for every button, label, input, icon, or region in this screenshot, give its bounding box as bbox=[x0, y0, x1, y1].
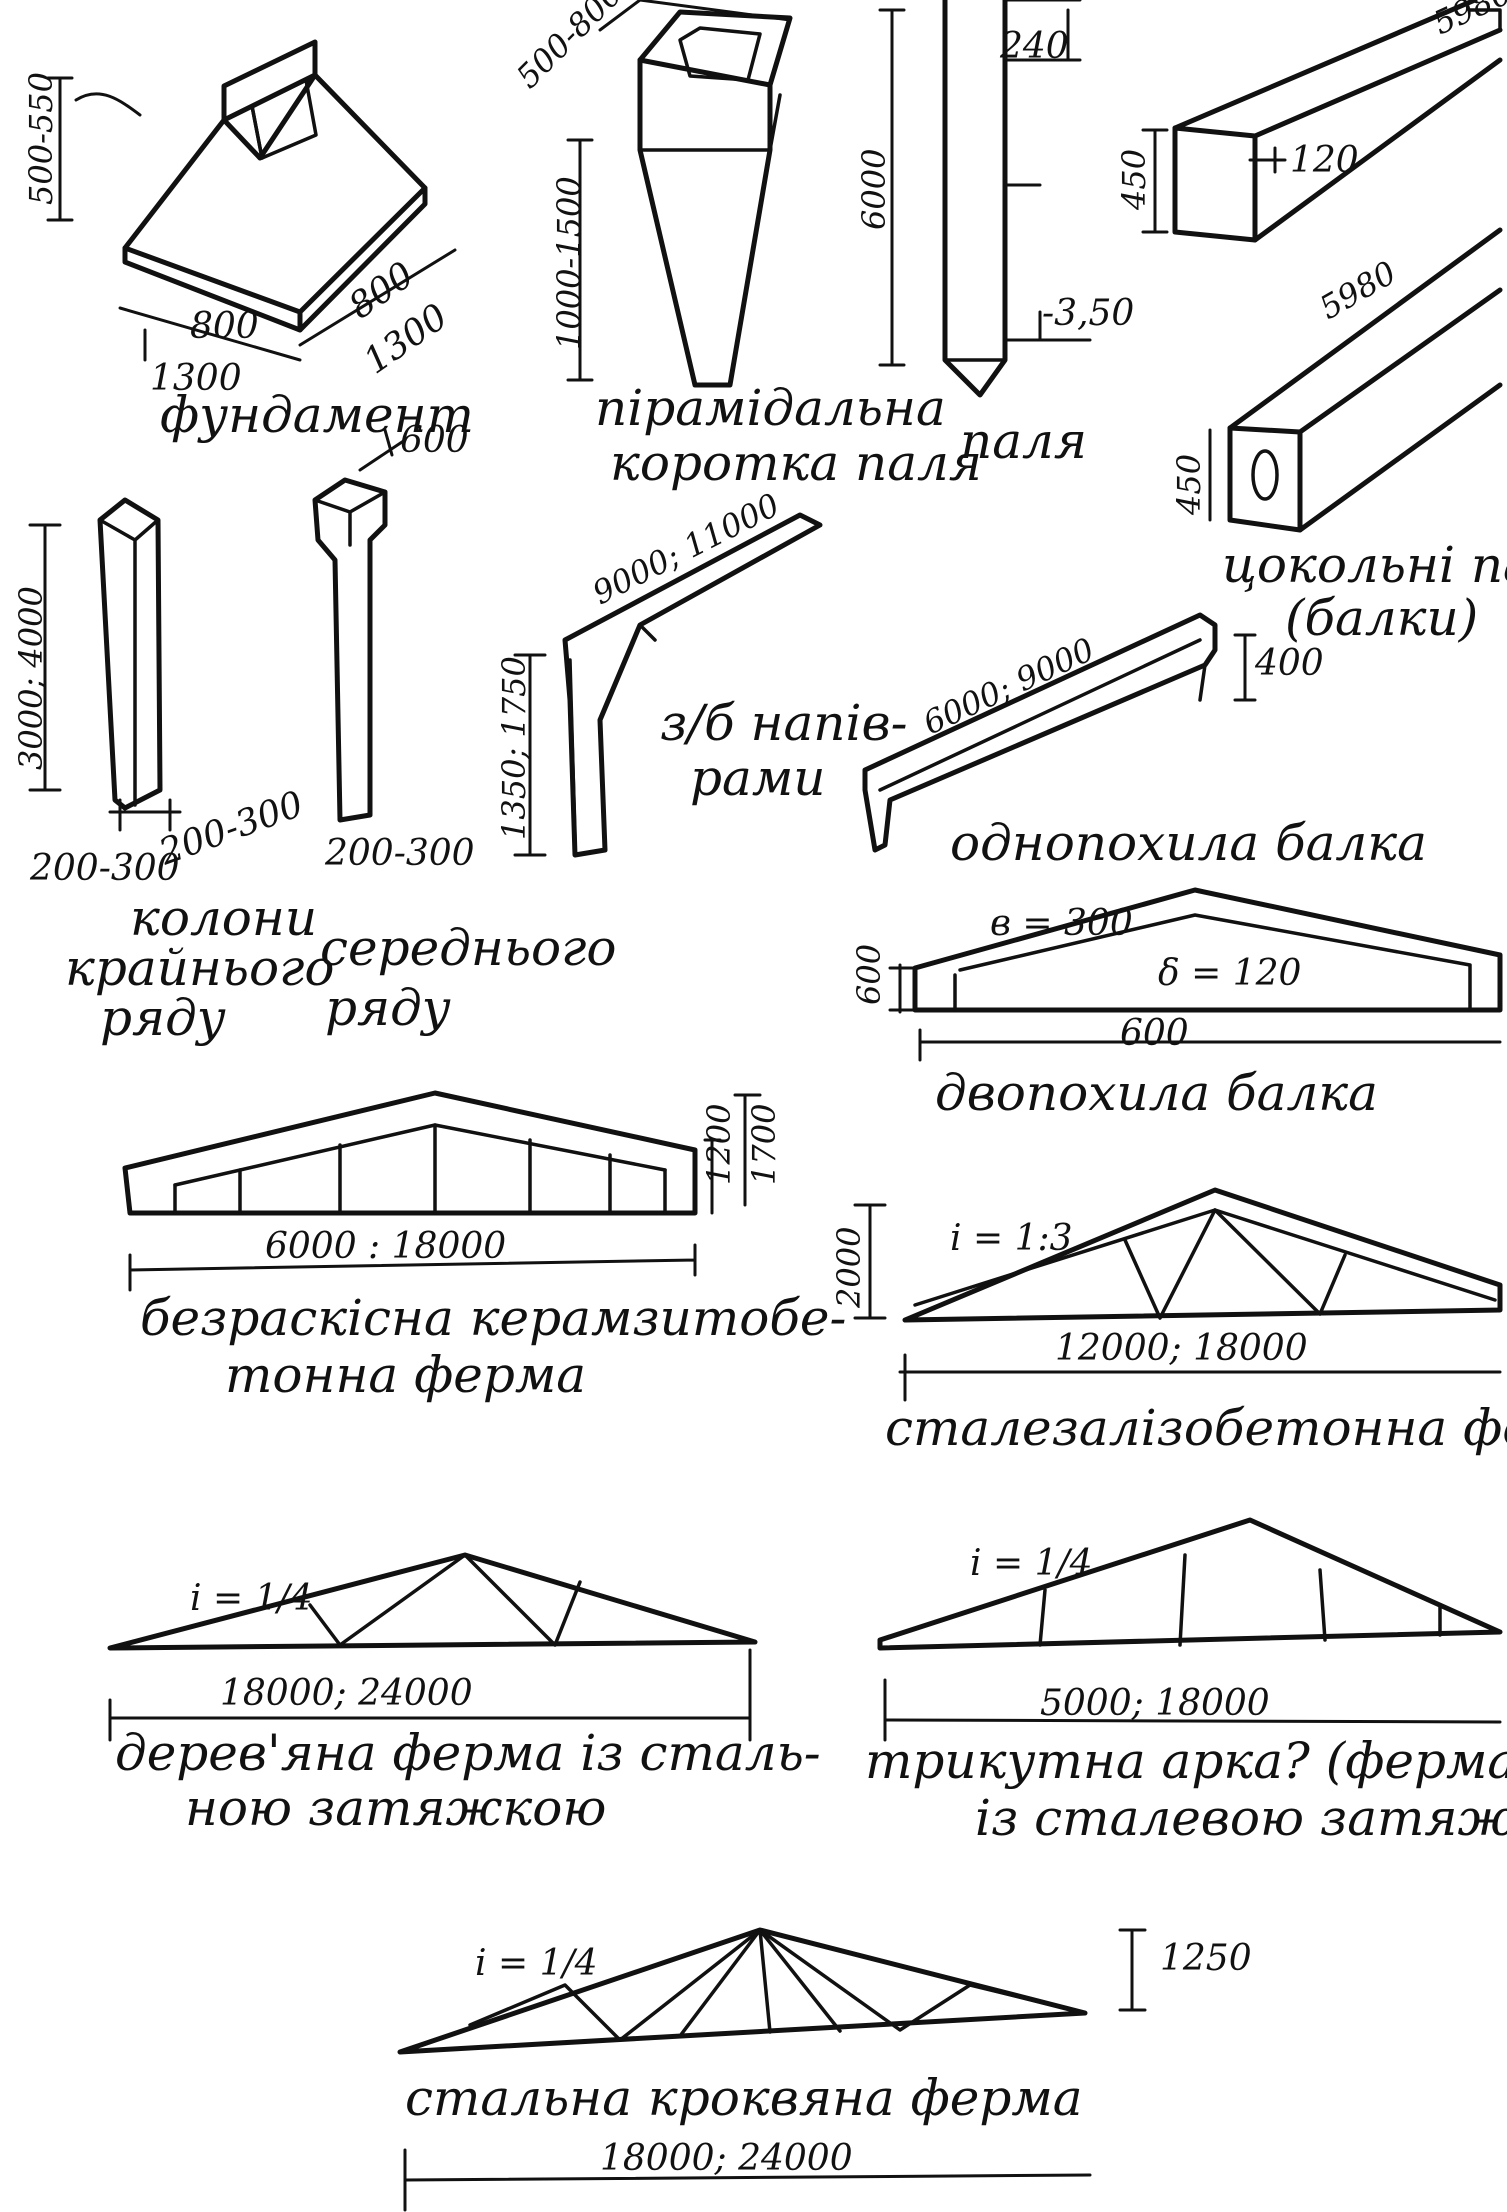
timber-truss-caption-2: ною затяжкою bbox=[185, 1779, 606, 1837]
plinth-panel-top-drawing bbox=[1172, 0, 1503, 243]
column-mid-cap-label: 600 bbox=[400, 420, 469, 461]
arch-truss-caption-1: трикутна арка? (ферма) bbox=[865, 1732, 1507, 1790]
steel-roof-truss-drawing bbox=[397, 1927, 1088, 2055]
foundation-top-label: 800 bbox=[190, 306, 259, 347]
half-frame-drawing bbox=[562, 512, 823, 858]
plinth-panel-top-dimensions bbox=[1141, 128, 1287, 234]
claydite-span-label: 6000 : 18000 bbox=[265, 1226, 506, 1267]
single-beam-depth-label: 400 bbox=[1254, 643, 1324, 684]
column-middle-drawing bbox=[312, 477, 388, 823]
column-edge-w2-label: 200-300 bbox=[153, 784, 309, 874]
pyramid-pile-caption-1: пірамідальна bbox=[595, 379, 946, 437]
timber-span-label: 18000; 24000 bbox=[220, 1673, 473, 1714]
columns-caption-4: ряду bbox=[100, 989, 226, 1047]
roof-truss-slope-label: i = 1/4 bbox=[475, 1943, 598, 1984]
arch-truss-dimensions bbox=[883, 1678, 1502, 1742]
half-frame-caption-2: рами bbox=[690, 749, 825, 807]
timber-truss-dimensions bbox=[108, 1648, 752, 1742]
single-pitch-beam-caption: однопохила балка bbox=[950, 814, 1427, 872]
steel-rc-height-label: 2000 bbox=[830, 1227, 868, 1309]
half-frame-caption-1: з/б напів- bbox=[660, 694, 907, 752]
single-pitch-beam-drawing bbox=[862, 612, 1218, 853]
pyramid-pile-top-label: 500-800 bbox=[509, 0, 630, 96]
plinth-top-length-label: 5980 bbox=[1427, 0, 1507, 42]
pile-drawing bbox=[942, 0, 1008, 398]
timber-slope-label: i = 1/4 bbox=[190, 1578, 313, 1619]
column-edge-dimensions bbox=[28, 523, 182, 832]
pile-section-label: 240 bbox=[999, 26, 1069, 67]
single-beam-length-label: 6000; 9000 bbox=[917, 630, 1100, 742]
claydite-truss-drawing bbox=[122, 1090, 698, 1216]
plinth-bottom-height-label: 450 bbox=[1170, 454, 1208, 516]
timber-truss-caption-1: дерев'яна ферма із сталь- bbox=[115, 1724, 821, 1782]
double-pitch-beam-drawing bbox=[912, 887, 1503, 1013]
double-beam-b-label: в = 300 bbox=[990, 903, 1133, 944]
roof-truss-span-label: 18000; 24000 bbox=[600, 2138, 853, 2179]
claydite-caption-2: тонна ферма bbox=[225, 1346, 586, 1404]
foundation-caption: фундамент bbox=[160, 386, 474, 444]
claydite-caption-1: безраскісна керамзитобе- bbox=[140, 1289, 846, 1347]
steel-rc-span-label: 12000; 18000 bbox=[1055, 1328, 1308, 1369]
claydite-h2-label: 1700 bbox=[745, 1104, 783, 1185]
pile-dimensions bbox=[878, 0, 1092, 367]
column-edge-height-label: 3000; 4000 bbox=[12, 586, 50, 770]
steel-rc-slope-label: i = 1:3 bbox=[950, 1218, 1073, 1259]
columns-caption-2: крайнього bbox=[65, 939, 335, 997]
steel-roof-truss-dimensions bbox=[403, 1928, 1147, 2212]
plinth-top-height-label: 450 bbox=[1115, 149, 1153, 211]
double-pitch-beam-caption: двопохила балка bbox=[935, 1064, 1378, 1122]
columns-caption-5: ряду bbox=[325, 979, 451, 1037]
steel-rc-truss-caption: сталезалізобетонна ферма bbox=[885, 1399, 1507, 1457]
double-beam-depth-label: 600 bbox=[850, 944, 888, 1005]
roof-truss-height-label: 1250 bbox=[1160, 1938, 1252, 1979]
plinth-caption-1: цокольні панелі bbox=[1222, 536, 1507, 594]
double-beam-delta-label: δ = 120 bbox=[1158, 953, 1301, 994]
column-mid-w-label: 200-300 bbox=[324, 833, 475, 874]
foundation-depth-label: 500-550 bbox=[22, 72, 60, 205]
plinth-bottom-length-label: 5980 bbox=[1313, 253, 1403, 327]
steel-rc-truss-drawing bbox=[902, 1187, 1503, 1323]
pyramid-pile-length-label: 1000-1500 bbox=[550, 176, 588, 350]
plinth-panel-bottom-drawing bbox=[1227, 227, 1503, 533]
plinth-top-width-label: 120 bbox=[1290, 140, 1359, 181]
column-edge-w1-label: 200-300 bbox=[29, 848, 180, 889]
pyramid-pile-caption-2: коротка паля bbox=[610, 434, 982, 492]
claydite-h1-label: 1200 bbox=[700, 1104, 738, 1185]
pyramid-pile-drawing bbox=[637, 9, 793, 388]
foundation-bottom-label: 1300 bbox=[150, 358, 242, 399]
foundation-drawing bbox=[122, 39, 428, 333]
plinth-caption-2: (балки) bbox=[1285, 589, 1478, 647]
arch-span-label: 5000; 18000 bbox=[1040, 1683, 1270, 1724]
half-frame-dimensions bbox=[513, 653, 547, 857]
pile-level-label: -3,50 bbox=[1042, 293, 1134, 334]
pyramid-pile-dimensions bbox=[566, 0, 792, 382]
claydite-truss-dimensions bbox=[128, 1093, 762, 1292]
steel-roof-truss-caption: стальна кроквяна ферма bbox=[405, 2069, 1083, 2127]
half-frame-span-label: 9000; 11000 bbox=[586, 486, 785, 613]
arch-truss-drawing bbox=[877, 1517, 1503, 1651]
half-frame-height-label: 1350; 1750 bbox=[495, 656, 533, 840]
double-pitch-beam-dimensions bbox=[888, 963, 1502, 1062]
steel-rc-truss-dimensions bbox=[853, 1203, 1502, 1402]
columns-caption-1: колони bbox=[130, 889, 317, 947]
arch-slope-label: i = 1/4 bbox=[970, 1543, 1093, 1584]
foundation-dimensions bbox=[46, 76, 457, 362]
column-middle-dimensions bbox=[358, 428, 407, 472]
column-edge-drawing bbox=[97, 497, 163, 811]
pile-length-label: 6000 bbox=[855, 149, 893, 230]
pile-caption: паля bbox=[960, 412, 1087, 470]
arch-truss-caption-2: із сталевою затяжкою bbox=[975, 1789, 1507, 1847]
double-beam-span-label: 600 bbox=[1120, 1013, 1189, 1054]
timber-truss-drawing bbox=[107, 1552, 758, 1651]
columns-caption-3: середнього bbox=[320, 919, 617, 977]
single-pitch-beam-dimensions bbox=[1233, 633, 1257, 702]
